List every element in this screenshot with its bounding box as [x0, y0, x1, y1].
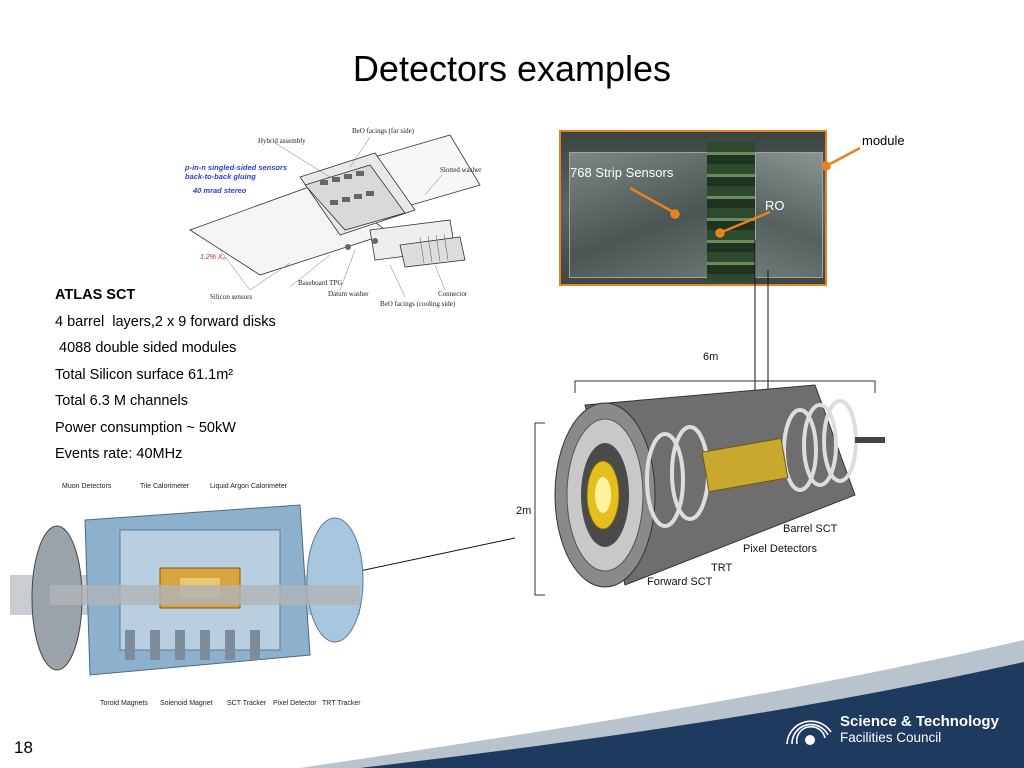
label-toroid-magnets: Toroid Magnets	[100, 700, 148, 707]
label-pixel-detector: Pixel Detector	[273, 700, 317, 707]
label-barrel-sct: Barrel SCT	[783, 523, 838, 535]
module-label: module	[862, 133, 905, 148]
atlas-detector-drawing	[10, 504, 364, 676]
facts-heading: ATLAS SCT	[55, 287, 136, 303]
org-name-line1: Science & Technology	[840, 713, 999, 730]
fact-line: Events rate: 40MHz	[55, 446, 183, 462]
label-sct-tracker: SCT Tracker	[227, 700, 267, 707]
stfc-logo-text: Science & Technology Facilities Council	[840, 713, 999, 745]
label-trt-tracker: TRT Tracker	[322, 700, 361, 707]
label-muon-detectors: Muon Detectors	[62, 483, 112, 490]
sct-module-drawing	[189, 134, 481, 298]
label-baseboard: Baseboard TPG	[298, 279, 343, 287]
label-slotted-washer: Slotted washer	[440, 166, 482, 174]
label-beo-cooling-side: BeO facings (cooling side)	[380, 300, 456, 308]
readout-hybrid	[707, 142, 755, 282]
label-radiation-length: 1.2% X₀	[200, 254, 226, 261]
inner-detector-drawing	[534, 380, 885, 596]
label-beo-far-side: BeO facings (far side)	[352, 127, 415, 135]
label-solenoid-magnet: Solenoid Magnet	[160, 700, 213, 707]
label-hybrid-assembly: Hybrid assembly	[258, 137, 306, 145]
readout-label: RO	[765, 198, 785, 213]
fact-line: Total 6.3 M channels	[55, 393, 188, 409]
page-number: 18	[14, 738, 33, 757]
org-name-line2: Facilities Council	[840, 730, 942, 745]
label-trt: TRT	[711, 562, 733, 574]
fact-line: Power consumption ~ 50kW	[55, 419, 236, 436]
fact-line: Total Silicon surface 61.1m²	[55, 366, 234, 383]
slide-title: Detectors examples	[352, 48, 672, 89]
label-forward-sct: Forward SCT	[647, 576, 713, 588]
label-liquid-argon: Liquid Argon Calorimeter	[210, 483, 288, 490]
label-sensors-note: p-in-n singled-sided sensors	[185, 163, 288, 172]
module-photo	[559, 130, 827, 286]
strip-sensors-label: 768 Strip Sensors	[570, 165, 674, 180]
fact-line: 4 barrel layers,2 x 9 forward disks	[55, 313, 276, 330]
sensor-wafer-left	[569, 152, 709, 278]
sct-facts: ATLAS SCT 4 barrel layers,2 x 9 forward …	[55, 282, 276, 468]
label-diameter-2m: 2m	[516, 505, 532, 517]
label-length-6m: 6m	[703, 351, 719, 363]
label-silicon-sensors: Silicon sensors	[210, 293, 253, 301]
label-tile-calorimeter: Tile Calorimeter	[140, 483, 190, 490]
label-pixel-detectors: Pixel Detectors	[743, 543, 817, 555]
label-datum-washer: Datum washer	[328, 290, 369, 298]
fact-line: 4088 double sided modules	[55, 340, 237, 356]
label-stereo-note: 40 mrad stereo	[193, 186, 247, 195]
sensor-wafer-right	[755, 152, 823, 278]
label-connector: Connector	[438, 290, 468, 298]
label-gluing-note: back-to-back gluing	[185, 172, 256, 181]
